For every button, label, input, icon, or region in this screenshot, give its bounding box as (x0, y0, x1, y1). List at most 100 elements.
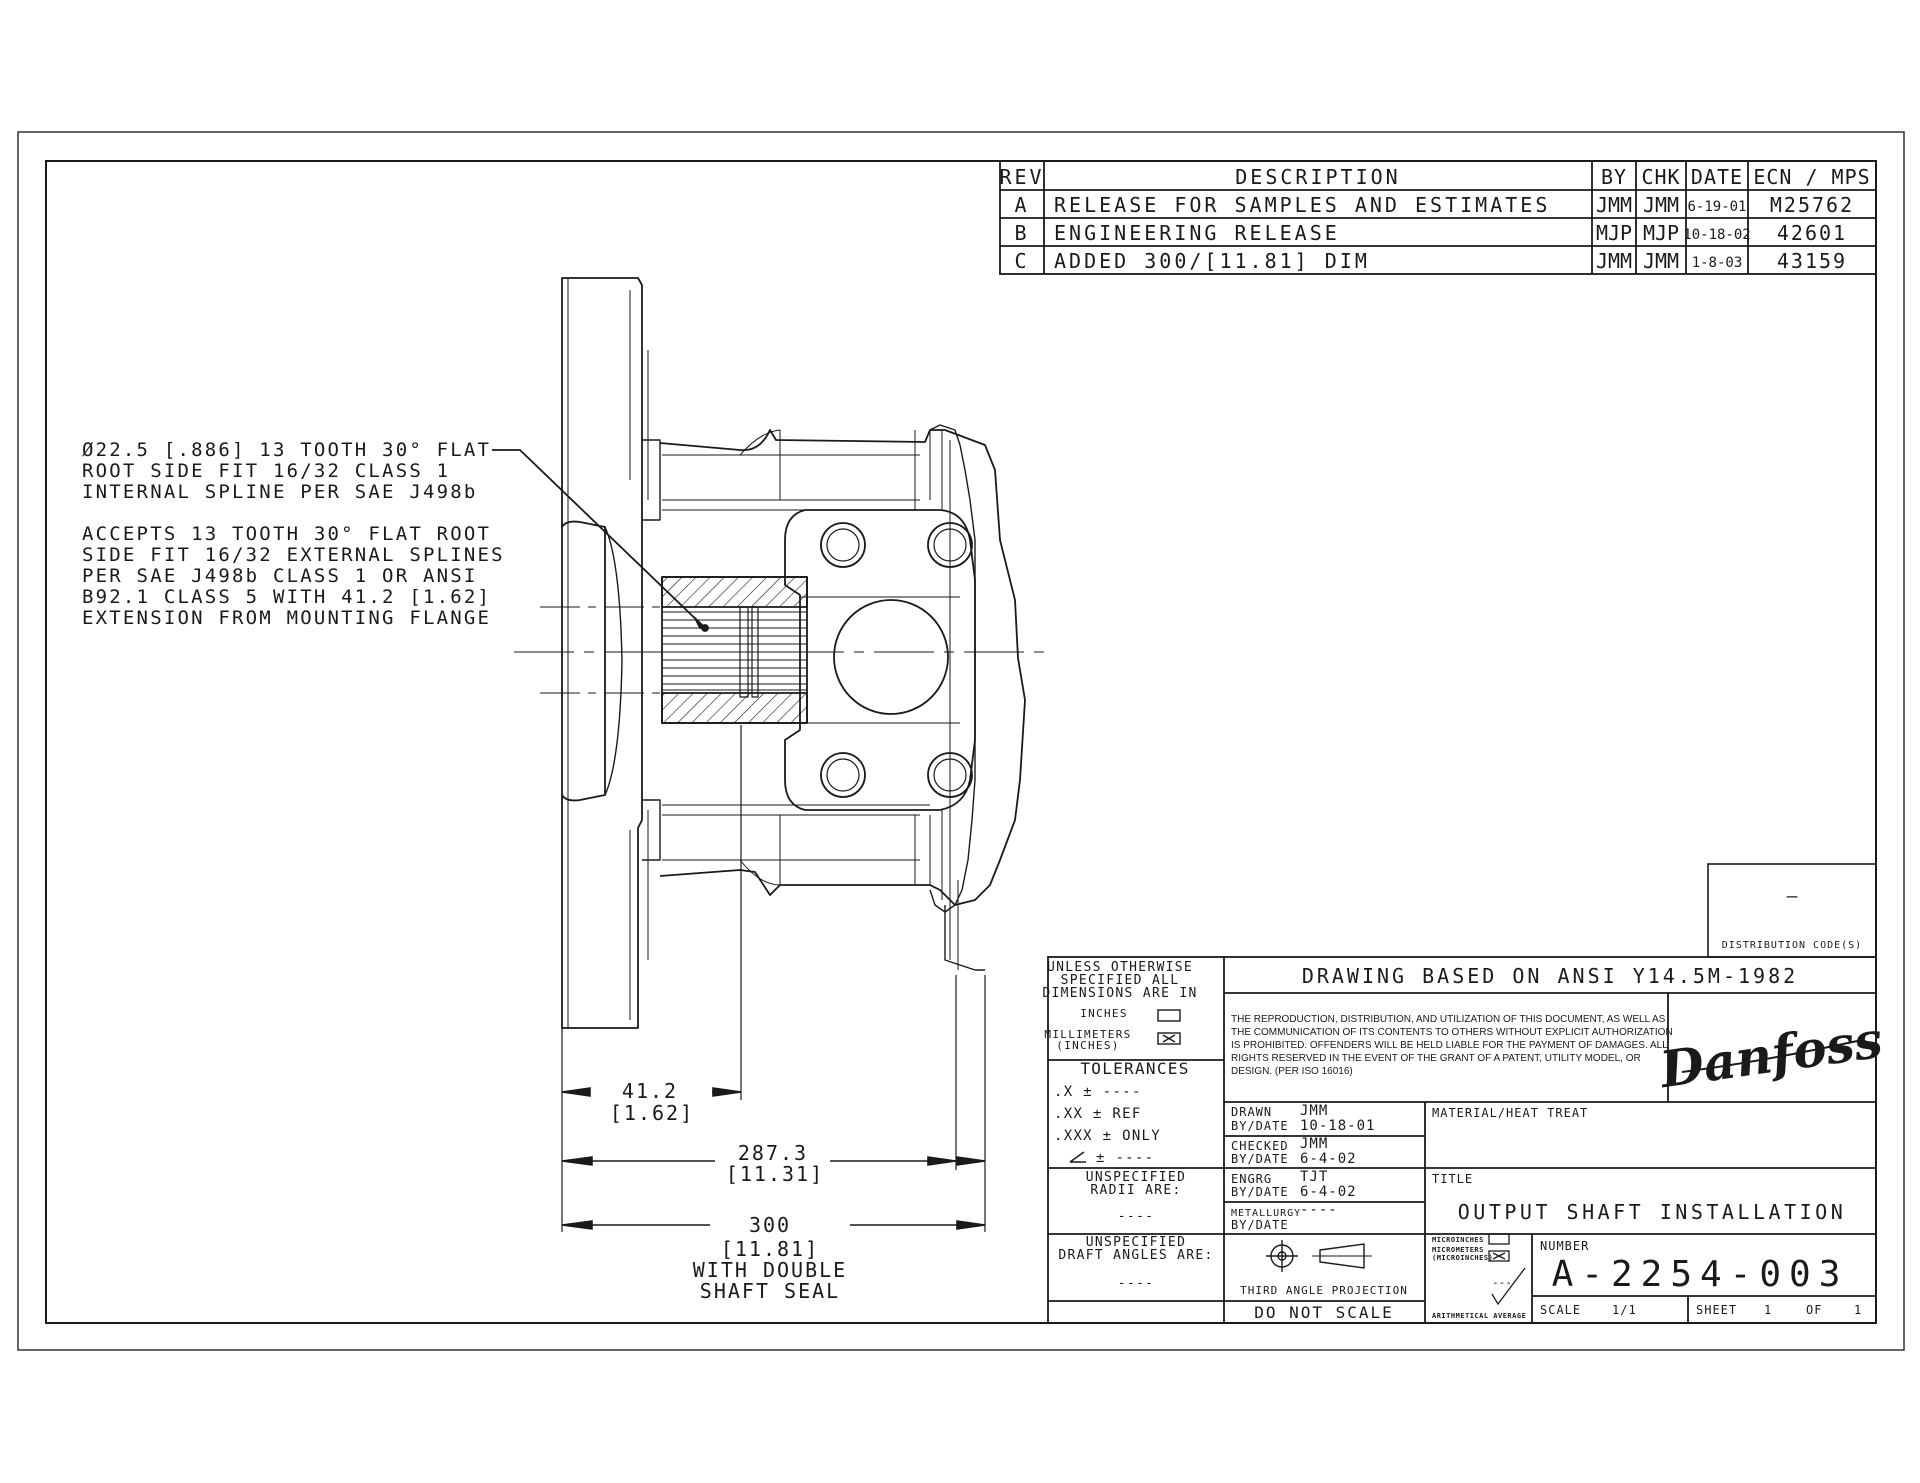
rev-b-by: MJP (1596, 221, 1632, 245)
arithmetical-average-label: ARITHMETICAL AVERAGE (1432, 1312, 1526, 1320)
drawing-standard: DRAWING BASED ON ANSI Y14.5M-1982 (1302, 964, 1798, 988)
dim-300-note-2: SHAFT SEAL (700, 1279, 840, 1303)
distribution-code-value: – (1787, 886, 1798, 907)
roughness-value: --- (1492, 1276, 1512, 1289)
revision-table-text: REV DESCRIPTION BY CHK DATE ECN / MPS A … (999, 165, 1870, 273)
drawn-bydate-label: BY/DATE (1231, 1119, 1289, 1133)
microinches-checkbox (1488, 1233, 1510, 1245)
dim-41-value: 41.2 (622, 1079, 678, 1103)
angle-symbol-icon (1069, 1151, 1086, 1163)
bolt-hole-lower-right (927, 752, 973, 798)
checked-date: 6-4-02 (1300, 1151, 1357, 1167)
spline-note-line-3: INTERNAL SPLINE PER SAE J498b (82, 481, 478, 503)
projection-label: THIRD ANGLE PROJECTION (1240, 1284, 1408, 1297)
metallurgy-label: METALLURGY (1231, 1208, 1301, 1219)
dim-300-inch: [11.81] (721, 1237, 819, 1261)
rev-b-ecn: 42601 (1777, 221, 1847, 245)
accepts-note-line-5: EXTENSION FROM MOUNTING FLANGE (82, 607, 491, 629)
scale-label: SCALE (1540, 1303, 1581, 1317)
scale-sheet-row: SCALE 1/1 SHEET 1 OF 1 (1540, 1303, 1862, 1317)
rev-c-chk: JMM (1643, 249, 1679, 273)
inches-label: INCHES (1080, 1007, 1128, 1020)
engrg-by: TJT (1300, 1169, 1328, 1185)
radii-value: ---- (1118, 1209, 1155, 1224)
rev-header-by: BY (1601, 165, 1627, 189)
sheet-outer-border (17, 131, 1905, 1351)
third-angle-projection-icon (1266, 1240, 1372, 1272)
title-block-frame (1047, 956, 1877, 1324)
rev-c-rev: C (1014, 249, 1029, 273)
micrometers-checkbox (1488, 1250, 1510, 1262)
bolt-hole-lower-left (820, 752, 866, 798)
accepts-note-line-3: PER SAE J498b CLASS 1 OR ANSI (82, 565, 478, 587)
engrg-bydate-label: BY/DATE (1231, 1185, 1289, 1199)
material-label: MATERIAL/HEAT TREAT (1432, 1106, 1588, 1120)
millimeters-checkbox (1157, 1032, 1181, 1045)
rev-c-description: ADDED 300/[11.81] DIM (1054, 249, 1370, 273)
sheet-value: 1 (1764, 1303, 1772, 1317)
tol-xx: .XX ± REF (1054, 1106, 1142, 1122)
rev-a-chk: JMM (1643, 193, 1679, 217)
rev-a-by: JMM (1596, 193, 1632, 217)
shaft-body (561, 520, 606, 802)
svg-text:DESIGN. (PER ISO 16016): DESIGN. (PER ISO 16016) (1231, 1066, 1353, 1077)
draft-line-1: UNSPECIFIED (1086, 1235, 1186, 1250)
microinches-label: MICROINCHES (1432, 1236, 1484, 1244)
roughness-checkboxes (1488, 1233, 1526, 1306)
danfoss-logo-underline (1681, 1039, 1863, 1073)
distribution-code-box: – DISTRIBUTION CODE(S) (1707, 863, 1877, 958)
unless-line-1: UNLESS OTHERWISE (1047, 960, 1193, 975)
engrg-date: 6-4-02 (1300, 1184, 1357, 1200)
central-bore (833, 599, 949, 715)
checked-by: JMM (1300, 1136, 1328, 1152)
rev-header-ecn: ECN / MPS (1753, 165, 1870, 189)
mounting-flange (561, 277, 643, 1029)
accepts-note-line-4: B92.1 CLASS 5 WITH 41.2 [1.62] (82, 586, 491, 608)
micrometers-paren-label: (MICROINCHES) (1432, 1254, 1493, 1262)
rev-a-ecn: M25762 (1770, 193, 1854, 217)
rev-header-description: DESCRIPTION (1235, 165, 1400, 189)
spline-leader (492, 449, 709, 632)
dim-300-value: 300 (749, 1213, 791, 1237)
bolt-hole-upper-left (820, 522, 866, 568)
signoff-block: DRAWN JMM BY/DATE 10-18-01 CHECKED JMM B… (1231, 1103, 1375, 1232)
of-label: OF (1806, 1303, 1822, 1317)
tol-x: .X ± ---- (1054, 1084, 1142, 1100)
tol-angle: ± ---- (1096, 1150, 1154, 1166)
draft-value: ---- (1118, 1276, 1155, 1291)
rev-header-chk: CHK (1641, 165, 1680, 189)
sheet-inner-border (45, 160, 1877, 1324)
title-label: TITLE (1432, 1172, 1473, 1186)
scale-value: 1/1 (1612, 1303, 1637, 1317)
dim-41-inch: [1.62] (610, 1101, 694, 1125)
rev-c-ecn: 43159 (1777, 249, 1847, 273)
sheet-label: SHEET (1696, 1303, 1737, 1317)
rev-header-date: DATE (1691, 165, 1743, 189)
rev-c-date: 1-8-03 (1692, 255, 1743, 271)
spline-section-hatch-top (661, 576, 808, 608)
engrg-label: ENGRG (1231, 1172, 1272, 1186)
of-value: 1 (1854, 1303, 1862, 1317)
rev-a-rev: A (1014, 193, 1029, 217)
rev-b-date: 10-18-02 (1683, 227, 1750, 243)
spline-note-line-1: Ø22.5 [.886] 13 TOOTH 30° FLAT (82, 439, 491, 461)
unless-line-3: DIMENSIONS ARE IN (1042, 986, 1197, 1001)
dimension-text: 41.2 [1.62] 287.3 [11.31] 300 [11.81] WI… (610, 1079, 845, 1303)
svg-text:THE COMMUNICATION OF ITS CONTE: THE COMMUNICATION OF ITS CONTENTS TO OTH… (1231, 1027, 1673, 1038)
part-view (514, 277, 1050, 1232)
svg-text:THE REPRODUCTION, DISTRIBUTION: THE REPRODUCTION, DISTRIBUTION, AND UTIL… (1231, 1014, 1666, 1025)
distribution-code-label: DISTRIBUTION CODE(S) (1722, 940, 1862, 951)
drawn-label: DRAWN (1231, 1105, 1272, 1119)
radii-line-1: UNSPECIFIED (1086, 1170, 1186, 1185)
spline-section-hatch-bottom (661, 692, 808, 724)
drawing-title: OUTPUT SHAFT INSTALLATION (1458, 1200, 1847, 1224)
drawn-date: 10-18-01 (1300, 1118, 1375, 1134)
svg-text:RIGHTS RESERVED IN THE EVENT O: RIGHTS RESERVED IN THE EVENT OF THE GRAN… (1231, 1053, 1641, 1064)
rev-a-description: RELEASE FOR SAMPLES AND ESTIMATES (1054, 193, 1550, 217)
accepts-note-line-1: ACCEPTS 13 TOOTH 30° FLAT ROOT (82, 523, 491, 545)
bolt-hole-upper-right (927, 522, 973, 568)
drawing-number: A-2254-003 (1552, 1254, 1849, 1295)
rev-header-rev: REV (999, 165, 1044, 189)
rev-b-chk: MJP (1643, 221, 1679, 245)
